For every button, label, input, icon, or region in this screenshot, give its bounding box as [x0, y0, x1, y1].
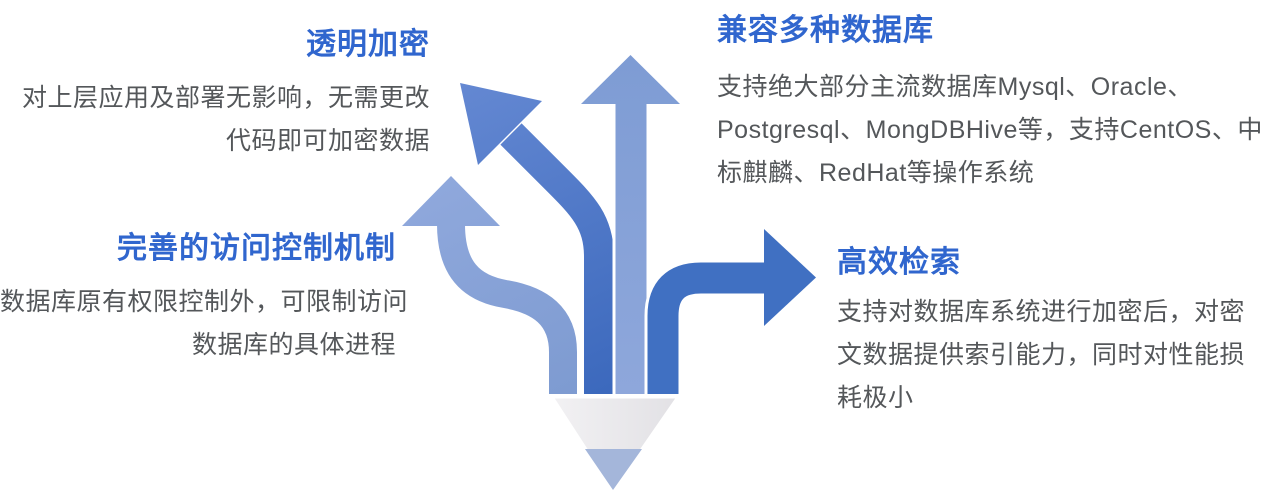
feature-line: 数据库的具体进程 [191, 331, 396, 359]
feature-body: 对上层应用及部署无影响，无需更改 代码即可加密数据 [18, 77, 430, 163]
arrow-up-icon [578, 52, 683, 394]
feature-body: 支持对数据库系统进行加密后，对密 文数据提供索引能力，同时对性能损 耗极小 [837, 291, 1257, 420]
feature-block-transparent-encryption: 透明加密 对上层应用及部署无影响，无需更改 代码即可加密数据 [18, 26, 430, 163]
feature-line: 支持对数据库系统进行加密后，对密 [837, 298, 1246, 326]
feature-title: 高效检索 [837, 246, 961, 279]
pencil-branching-arrows-icon [399, 52, 819, 493]
feature-title: 兼容多种数据库 [717, 14, 934, 47]
feature-title: 完善的访问控制机制 [117, 232, 396, 265]
feature-line: Postgresql、MongDBHive等，支持CentOS、中 [717, 116, 1263, 144]
feature-body: 数据库原有权限控制外，可限制访问 数据库的具体进程 [0, 281, 409, 367]
feature-line: 标麒麟、RedHat等操作系统 [717, 159, 1035, 187]
pencil-tip [585, 449, 642, 490]
feature-block-efficient-search: 高效检索 支持对数据库系统进行加密后，对密 文数据提供索引能力，同时对性能损 耗… [837, 244, 1257, 420]
feature-line: 支持绝大部分主流数据库Mysql、Oracle、 [717, 73, 1193, 101]
arrow-up-left-icon [457, 80, 617, 394]
feature-block-access-control: 完善的访问控制机制 数据库原有权限控制外，可限制访问 数据库的具体进程 [0, 230, 409, 367]
feature-line: 对上层应用及部署无影响，无需更改 [21, 84, 430, 112]
pencil-icon [550, 395, 680, 493]
arrow-curve-up-icon [399, 173, 580, 394]
arrow-right-icon [644, 226, 819, 394]
feature-line: 耗极小 [837, 384, 914, 412]
pencil-body [550, 395, 680, 493]
feature-line: 代码即可加密数据 [225, 127, 430, 155]
feature-line: 数据库原有权限控制外，可限制访问 [0, 288, 409, 316]
feature-block-multi-database: 兼容多种数据库 支持绝大部分主流数据库Mysql、Oracle、 Postgre… [717, 12, 1262, 195]
feature-line: 文数据提供索引能力，同时对性能损 [837, 341, 1246, 369]
feature-body: 支持绝大部分主流数据库Mysql、Oracle、 Postgresql、Mong… [717, 66, 1262, 195]
feature-title: 透明加密 [306, 28, 430, 61]
